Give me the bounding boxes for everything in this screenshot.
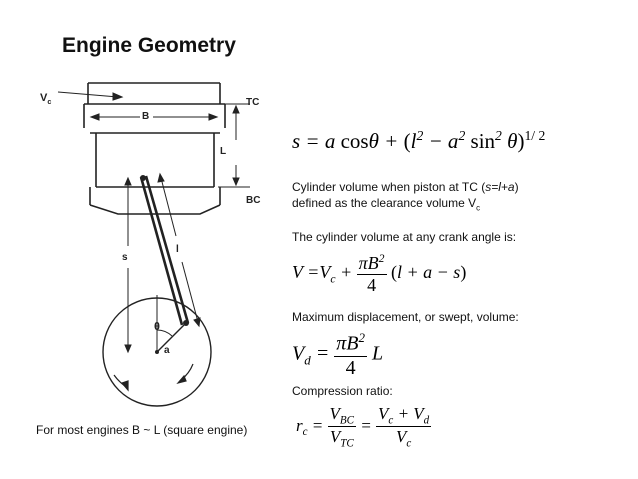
connecting-rod (139, 175, 190, 326)
clearance-volume-text: defined as the clearance volume Vc (292, 196, 481, 213)
vc-arrow (57, 91, 124, 101)
cylinder-volume-tc-text: Cylinder volume when piston at TC (s=l+a… (292, 180, 519, 194)
a-label: a (164, 345, 170, 356)
page-title: Engine Geometry (62, 34, 236, 57)
theta-label: θ (154, 321, 160, 333)
b-label: B (142, 111, 150, 122)
any-crank-angle-text: The cylinder volume at any crank angle i… (292, 230, 517, 244)
l-dimension (157, 172, 201, 328)
l-stroke-label: L (220, 146, 227, 157)
max-displacement-text: Maximum displacement, or swept, volume: (292, 310, 519, 324)
vc-label: Vc (40, 92, 52, 107)
cylinder-head (83, 82, 226, 128)
piston (89, 132, 221, 215)
s-dimension (124, 176, 132, 354)
crank-arm (156, 322, 187, 353)
bc-label: BC (246, 195, 261, 206)
theta-arc (156, 329, 173, 337)
equation-s: s = a cosθ + (l2 − a2 sin2 θ)1/ 2 (292, 128, 546, 153)
tc-label: TC (246, 97, 260, 108)
tc-bc-reference (218, 103, 250, 188)
s-label: s (122, 252, 128, 263)
l-rod-label: l (176, 244, 179, 255)
square-engine-note: For most engines B ~ L (square engine) (36, 423, 248, 437)
bore-dimension (89, 113, 219, 121)
crank-pin (183, 320, 189, 326)
rotation-arrows (113, 363, 194, 392)
compression-ratio-text: Compression ratio: (292, 384, 393, 398)
